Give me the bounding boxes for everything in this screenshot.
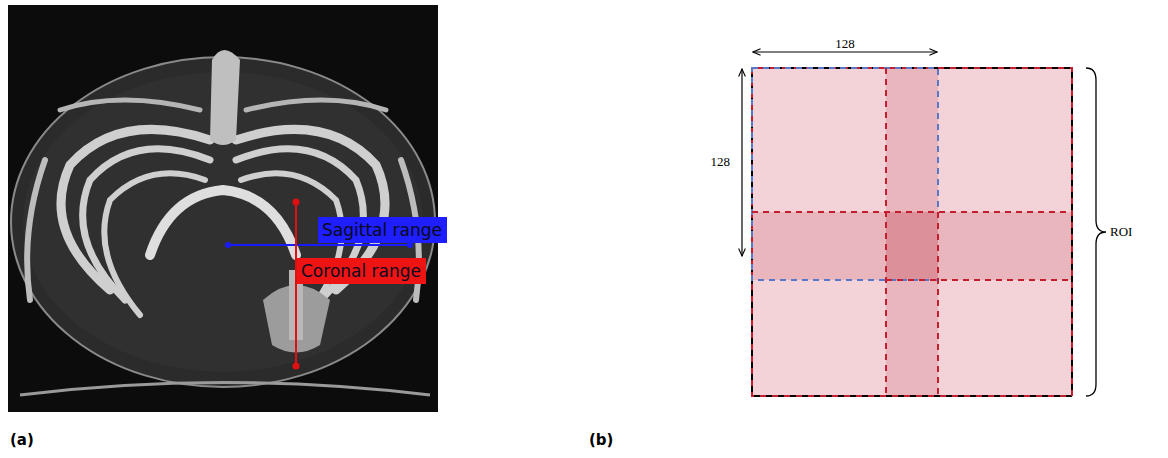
panel-label: (b) [589,431,613,449]
roi-brace [1086,68,1106,396]
patch-grid [752,68,1072,396]
range-label-text: Coronal range [301,261,421,281]
ct-image [8,5,438,412]
region-label: ROI [1110,224,1132,240]
panel-label: (a) [10,431,34,449]
range-label: Sagittal range [318,217,447,243]
dimension-arrows [742,52,937,256]
dimension-label: 128 [835,36,855,52]
range-label-text: Sagittal range [322,220,442,240]
dimension-label: 128 [711,154,731,170]
range-label: Coronal range [297,258,426,284]
